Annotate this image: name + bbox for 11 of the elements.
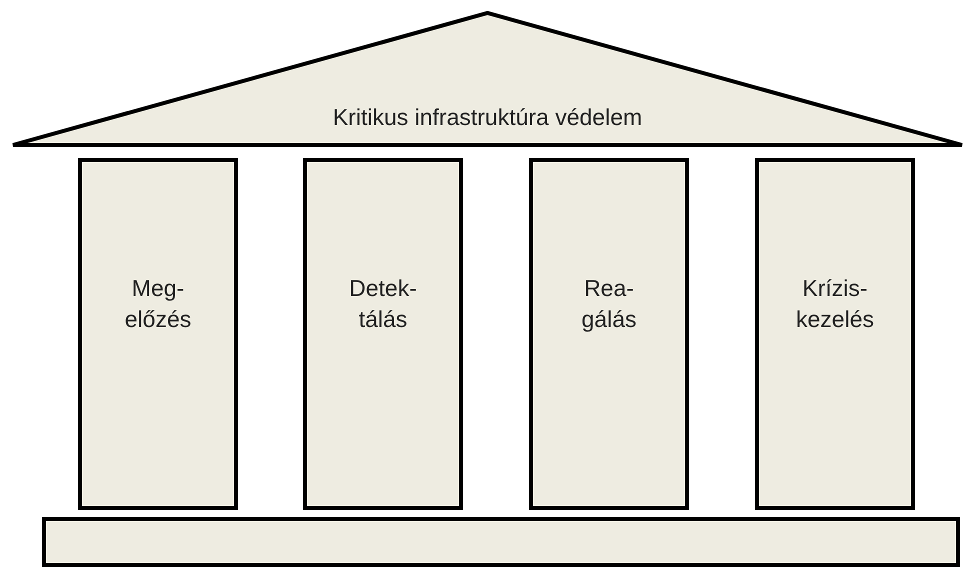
- pillar-box: [529, 158, 689, 510]
- pillar-box: [78, 158, 238, 510]
- pillar-box: [755, 158, 915, 510]
- pillar-label: Detek- tálás: [349, 274, 417, 334]
- roof-title: Kritikus infrastruktúra védelem: [332, 103, 644, 132]
- pillar-box: [303, 158, 463, 510]
- pillar-label: Meg- előzés: [124, 274, 192, 334]
- pillar-label: Rea- gálás: [582, 274, 636, 334]
- base-bar: [42, 517, 960, 567]
- pillar-label: Krízis- kezelés: [796, 274, 874, 334]
- roof-triangle: [10, 10, 965, 148]
